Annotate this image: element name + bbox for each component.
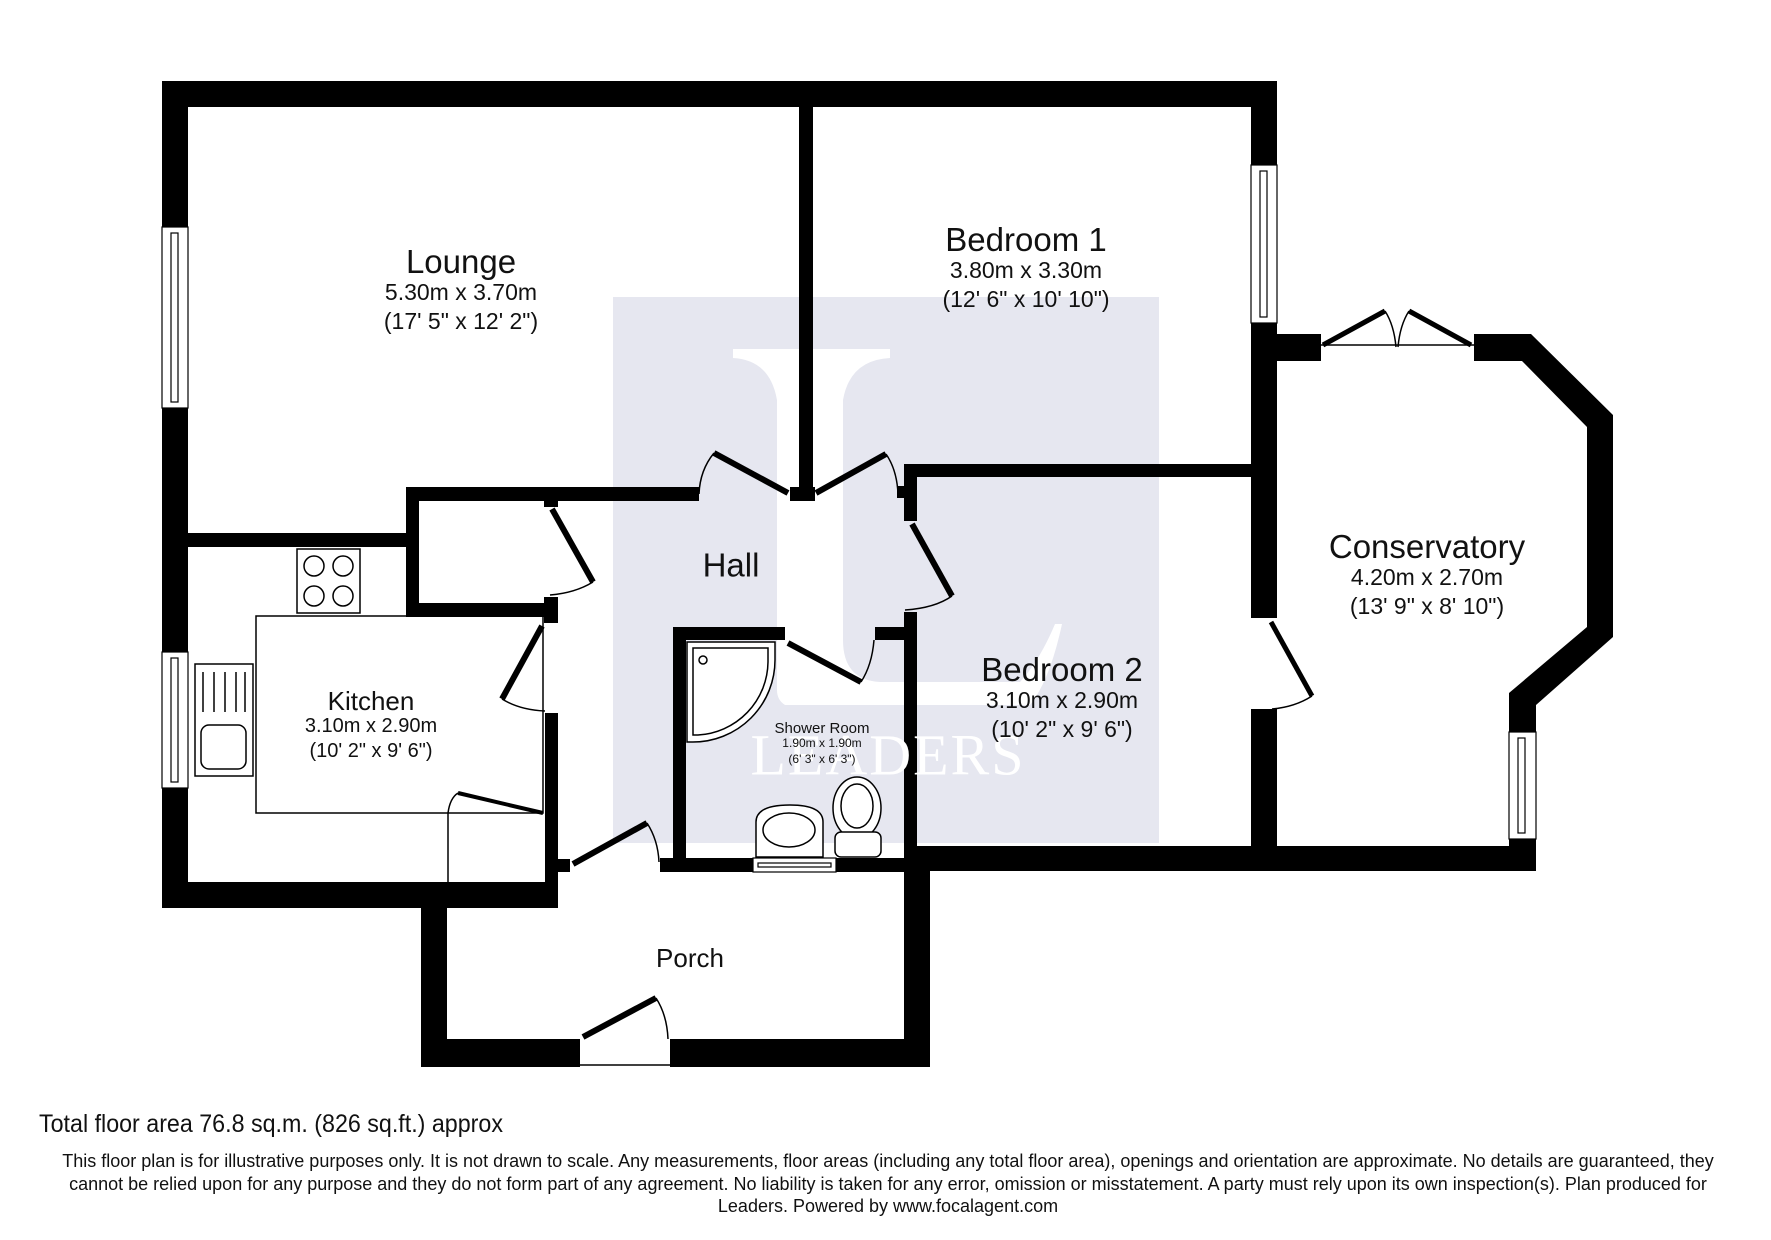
appliance-door-icon	[447, 791, 544, 893]
french-doors-icon	[1321, 308, 1474, 348]
kitchen-window-icon	[161, 651, 189, 789]
room-metric: 4.20m x 2.70m	[1350, 563, 1504, 590]
room-label-hall: Hall	[703, 549, 760, 582]
shower-tray-icon	[686, 641, 776, 743]
bedroom1-door-icon	[814, 451, 899, 496]
cupboard-door-icon	[549, 507, 596, 596]
room-label-bedroom2: Bedroom 2 3.10m x 2.90m (10' 2" x 9' 6")	[981, 653, 1142, 744]
room-name: Kitchen	[327, 686, 415, 716]
room-label-conservatory: Conservatory 4.20m x 2.70m (13' 9" x 8' …	[1329, 530, 1525, 621]
room-metric: 3.80m x 3.30m	[949, 256, 1103, 283]
room-imperial: (12' 6" x 10' 10")	[942, 285, 1110, 312]
lounge-window-icon	[161, 226, 189, 409]
basin-icon	[755, 804, 824, 858]
conservatory-window-icon	[1508, 731, 1537, 840]
room-name: Bedroom 1	[945, 220, 1107, 258]
room-imperial: (17' 5" x 12' 2")	[383, 307, 539, 334]
room-imperial: (10' 2" x 9' 6")	[309, 740, 433, 762]
bedroom1-window-icon	[1250, 164, 1278, 324]
room-imperial: (6' 3" x 6' 3")	[788, 751, 856, 766]
shower-door-icon	[786, 639, 875, 685]
room-label-porch: Porch	[656, 945, 724, 971]
walls	[162, 81, 1613, 1067]
room-metric: 3.10m x 2.90m	[304, 715, 438, 737]
watermark-brand-text: LEADERS	[750, 722, 1026, 788]
windows	[161, 164, 1537, 873]
room-metric: 1.90m x 1.90m	[782, 735, 862, 750]
room-label-bedroom1: Bedroom 1 3.80m x 3.30m (12' 6" x 10' 10…	[942, 223, 1109, 314]
disclaimer-text: This floor plan is for illustrative purp…	[62, 1151, 1714, 1216]
bedroom2-door-icon	[904, 522, 955, 611]
shower-window-icon	[752, 857, 837, 873]
room-imperial: (10' 2" x 9' 6")	[991, 715, 1133, 742]
doors	[447, 308, 1474, 1066]
room-label-lounge: Lounge 5.30m x 3.70m (17' 5" x 12' 2")	[384, 245, 538, 336]
room-name: Bedroom 2	[981, 650, 1143, 688]
room-imperial: (13' 9" x 8' 10")	[1349, 592, 1505, 619]
total-floor-area: Total floor area 76.8 sq.m. (826 sq.ft.)…	[39, 1110, 503, 1138]
room-name: Shower Room	[774, 719, 870, 737]
room-name: Porch	[656, 943, 724, 973]
room-name: Lounge	[405, 242, 517, 280]
watermark-background	[613, 297, 1159, 843]
room-label-kitchen: Kitchen 3.10m x 2.90m (10' 2" x 9' 6")	[305, 688, 437, 764]
watermark-logo-icon	[733, 349, 1062, 705]
toilet-icon	[832, 776, 882, 858]
hob-icon	[296, 548, 361, 614]
lounge-door-icon	[698, 450, 790, 496]
room-label-shower-room: Shower Room 1.90m x 1.90m (6' 3" x 6' 3"…	[774, 721, 869, 767]
front-door-icon	[580, 995, 670, 1066]
room-name: Hall	[702, 546, 760, 584]
room-metric: 5.30m x 3.70m	[384, 278, 538, 305]
room-name: Conservatory	[1328, 527, 1526, 565]
room-metric: 3.10m x 2.90m	[985, 686, 1139, 713]
hall-porch-door-icon	[571, 820, 660, 867]
kitchen-counter	[255, 615, 544, 814]
sink-icon	[194, 663, 254, 777]
fixtures	[194, 548, 882, 858]
conservatory-door-icon	[1268, 620, 1315, 710]
kitchen-door-icon	[499, 624, 546, 712]
